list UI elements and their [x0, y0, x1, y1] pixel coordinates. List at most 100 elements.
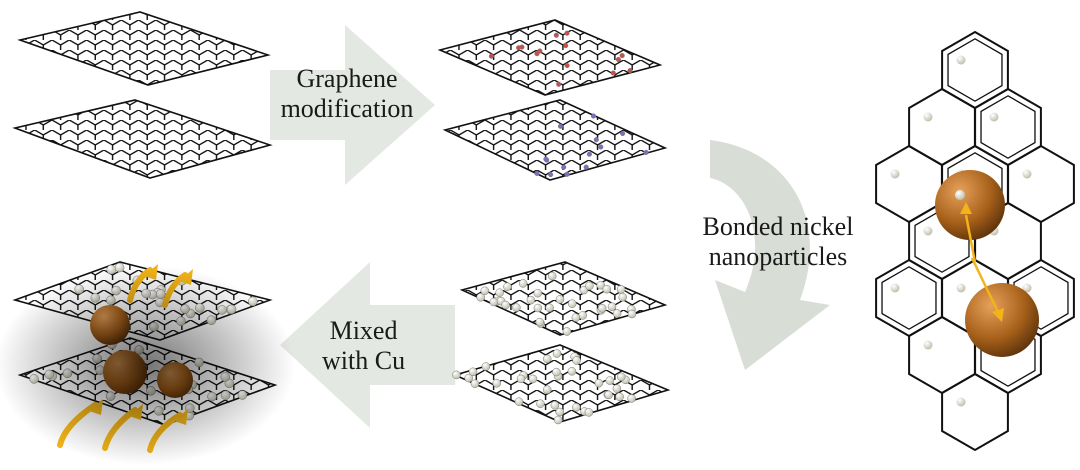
hydrogen-dot	[542, 385, 552, 394]
hydrogen-atom	[1022, 169, 1032, 179]
hydrogen-dot	[495, 288, 504, 297]
hydrogen-dot	[464, 373, 473, 383]
functional-group-dot	[643, 149, 649, 155]
hydrogen-dot	[618, 292, 627, 302]
functional-group-dot	[598, 144, 604, 150]
hexagon-ring	[941, 372, 1009, 452]
sheet-top-2	[12, 99, 273, 179]
hydrogen-dot	[572, 403, 581, 412]
hydrogen-atom	[923, 112, 933, 122]
sheet-mod-2	[442, 99, 668, 181]
hydrogen-dot	[492, 379, 502, 388]
hexagon-ring	[908, 87, 976, 167]
hydrogen-dot	[480, 286, 490, 296]
functional-group-dot	[610, 70, 616, 76]
bond-arrow-head	[992, 308, 1004, 322]
hydrogen-dot	[572, 356, 581, 365]
functional-group-dot	[543, 156, 549, 162]
hydrogen-atom	[955, 190, 965, 200]
hydrogen-atom	[1022, 283, 1032, 293]
functional-group-dot	[537, 48, 543, 54]
hydrogen-atom	[956, 283, 966, 293]
hydrogen-atom	[989, 112, 999, 122]
hydrogen-dot	[528, 374, 538, 384]
hydrogen-dot	[615, 392, 624, 402]
functional-group-dot	[557, 123, 564, 129]
hydrogen-dot	[536, 399, 545, 408]
label-mixed: Mixed	[329, 316, 398, 345]
hydrogen-dot	[585, 281, 594, 291]
hexagon-ring	[875, 258, 943, 338]
hydrogen-dot	[512, 303, 521, 312]
hydrogen-dot	[607, 302, 617, 311]
hexagon-ring	[1007, 144, 1075, 224]
functional-group-dot	[553, 32, 559, 38]
hydrogen-atom	[890, 283, 900, 293]
label-graphene-modification: Graphene modification	[262, 64, 432, 124]
hexagonal-lattice-diagram	[875, 30, 1075, 452]
hydrogen-dot	[552, 367, 561, 377]
hydrogen-dot	[501, 300, 510, 310]
hydrogen-dot	[470, 379, 480, 388]
sheet-mod-1	[437, 19, 663, 96]
hydrogen-dot	[594, 378, 604, 388]
hydrogen-atom	[890, 169, 900, 179]
label-modification: modification	[280, 94, 414, 123]
hexagon-ring	[908, 315, 976, 395]
hydrogen-dot	[605, 376, 615, 385]
functional-group-dot	[534, 170, 540, 176]
hydrogen-dot	[612, 384, 622, 393]
functional-group-dot	[564, 62, 570, 69]
label-bonded-nickel-line1: Bonded nickel	[702, 212, 854, 241]
hydrogen-atom	[923, 226, 933, 236]
hydrogen-dot	[567, 367, 577, 376]
functional-group-dot	[563, 43, 569, 49]
hydrogen-dot	[555, 407, 565, 417]
bond-arrow	[964, 214, 977, 263]
functional-group-dot	[619, 53, 625, 59]
hydrogen-dot	[627, 309, 637, 319]
hydrogen-dot	[468, 367, 478, 377]
hydrogen-dot	[627, 394, 636, 403]
bond-arrow-head	[960, 202, 972, 214]
functional-group-dot	[620, 130, 626, 137]
hydrogen-dot	[545, 303, 554, 313]
functional-group-dot	[556, 81, 562, 87]
hydrogen-dot	[602, 284, 612, 294]
sheet-ni-2	[452, 344, 671, 423]
hexagon-inner-bond	[1013, 266, 1069, 330]
hydrogen-atom	[956, 397, 966, 407]
hydrogen-dot	[562, 327, 572, 336]
hexagon-ring	[875, 144, 943, 224]
functional-group-dot	[564, 30, 570, 36]
hydrogen-dot	[535, 317, 545, 327]
functional-group-dot	[564, 171, 570, 177]
hexagon-inner-bond	[947, 38, 1003, 102]
hydrogen-dot	[555, 295, 565, 304]
functional-group-dot	[583, 164, 589, 170]
hydrogen-dot	[550, 401, 560, 410]
hydrogen-dot	[452, 370, 461, 380]
sheet-top-1	[17, 11, 271, 86]
functional-group-dot	[586, 151, 592, 157]
functional-group-dot	[561, 164, 567, 170]
functional-group-dot	[627, 68, 633, 74]
functional-group-dot	[615, 56, 621, 63]
hydrogen-dot	[571, 313, 581, 322]
functional-group-dot	[548, 172, 554, 178]
hydrogen-dot	[616, 285, 626, 294]
label-graphene: Graphene	[296, 64, 398, 93]
hydrogen-dot	[503, 282, 512, 291]
hydrogen-dot	[476, 293, 485, 302]
hydrogen-dot	[542, 354, 552, 364]
label-with-cu: with Cu	[322, 346, 406, 375]
label-nanoparticles: nanoparticles	[708, 242, 848, 271]
hydrogen-dot	[553, 415, 563, 425]
hexagon-inner-bond	[980, 95, 1036, 159]
label-bonded-nickel: Bonded nickel nanoparticles	[683, 212, 873, 272]
hydrogen-dot	[617, 372, 626, 382]
hexagon-inner-bond	[881, 266, 937, 330]
left-arrow-mixed-cu	[280, 262, 455, 428]
hydrogen-dot	[567, 299, 577, 308]
functional-group-dot	[516, 45, 522, 51]
